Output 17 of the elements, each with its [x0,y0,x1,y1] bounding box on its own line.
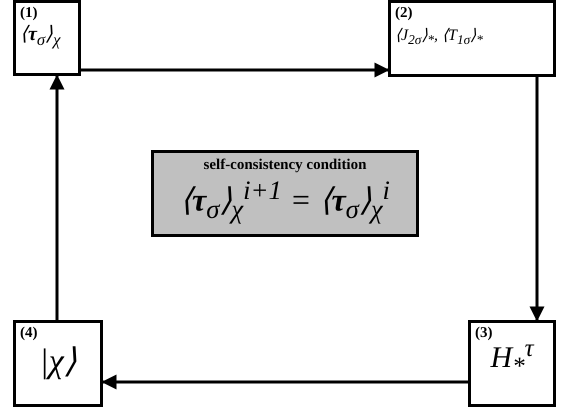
condition-box [151,150,419,237]
process-box [388,0,556,77]
formula: ⟨τ$_{σ}$⟩$_{χ}$ [20,22,60,50]
process-box [468,320,556,407]
heading: self-consistency condition [204,157,366,174]
step-number: (1) [20,5,38,22]
step-number: (2) [395,5,412,22]
arrow [81,62,390,78]
arrow [50,74,64,320]
process-box [13,0,81,76]
formula: ⟨J$_{2σ}$⟩$_{*}$, ⟨T$_{1σ}$⟩$_{*}$ [395,26,483,48]
arrow [102,374,468,390]
process-box [13,320,103,407]
step-number: (4) [20,325,38,342]
step-number: (3) [475,325,492,342]
formula: |χ⟩ [39,342,77,382]
arrow [530,77,544,322]
